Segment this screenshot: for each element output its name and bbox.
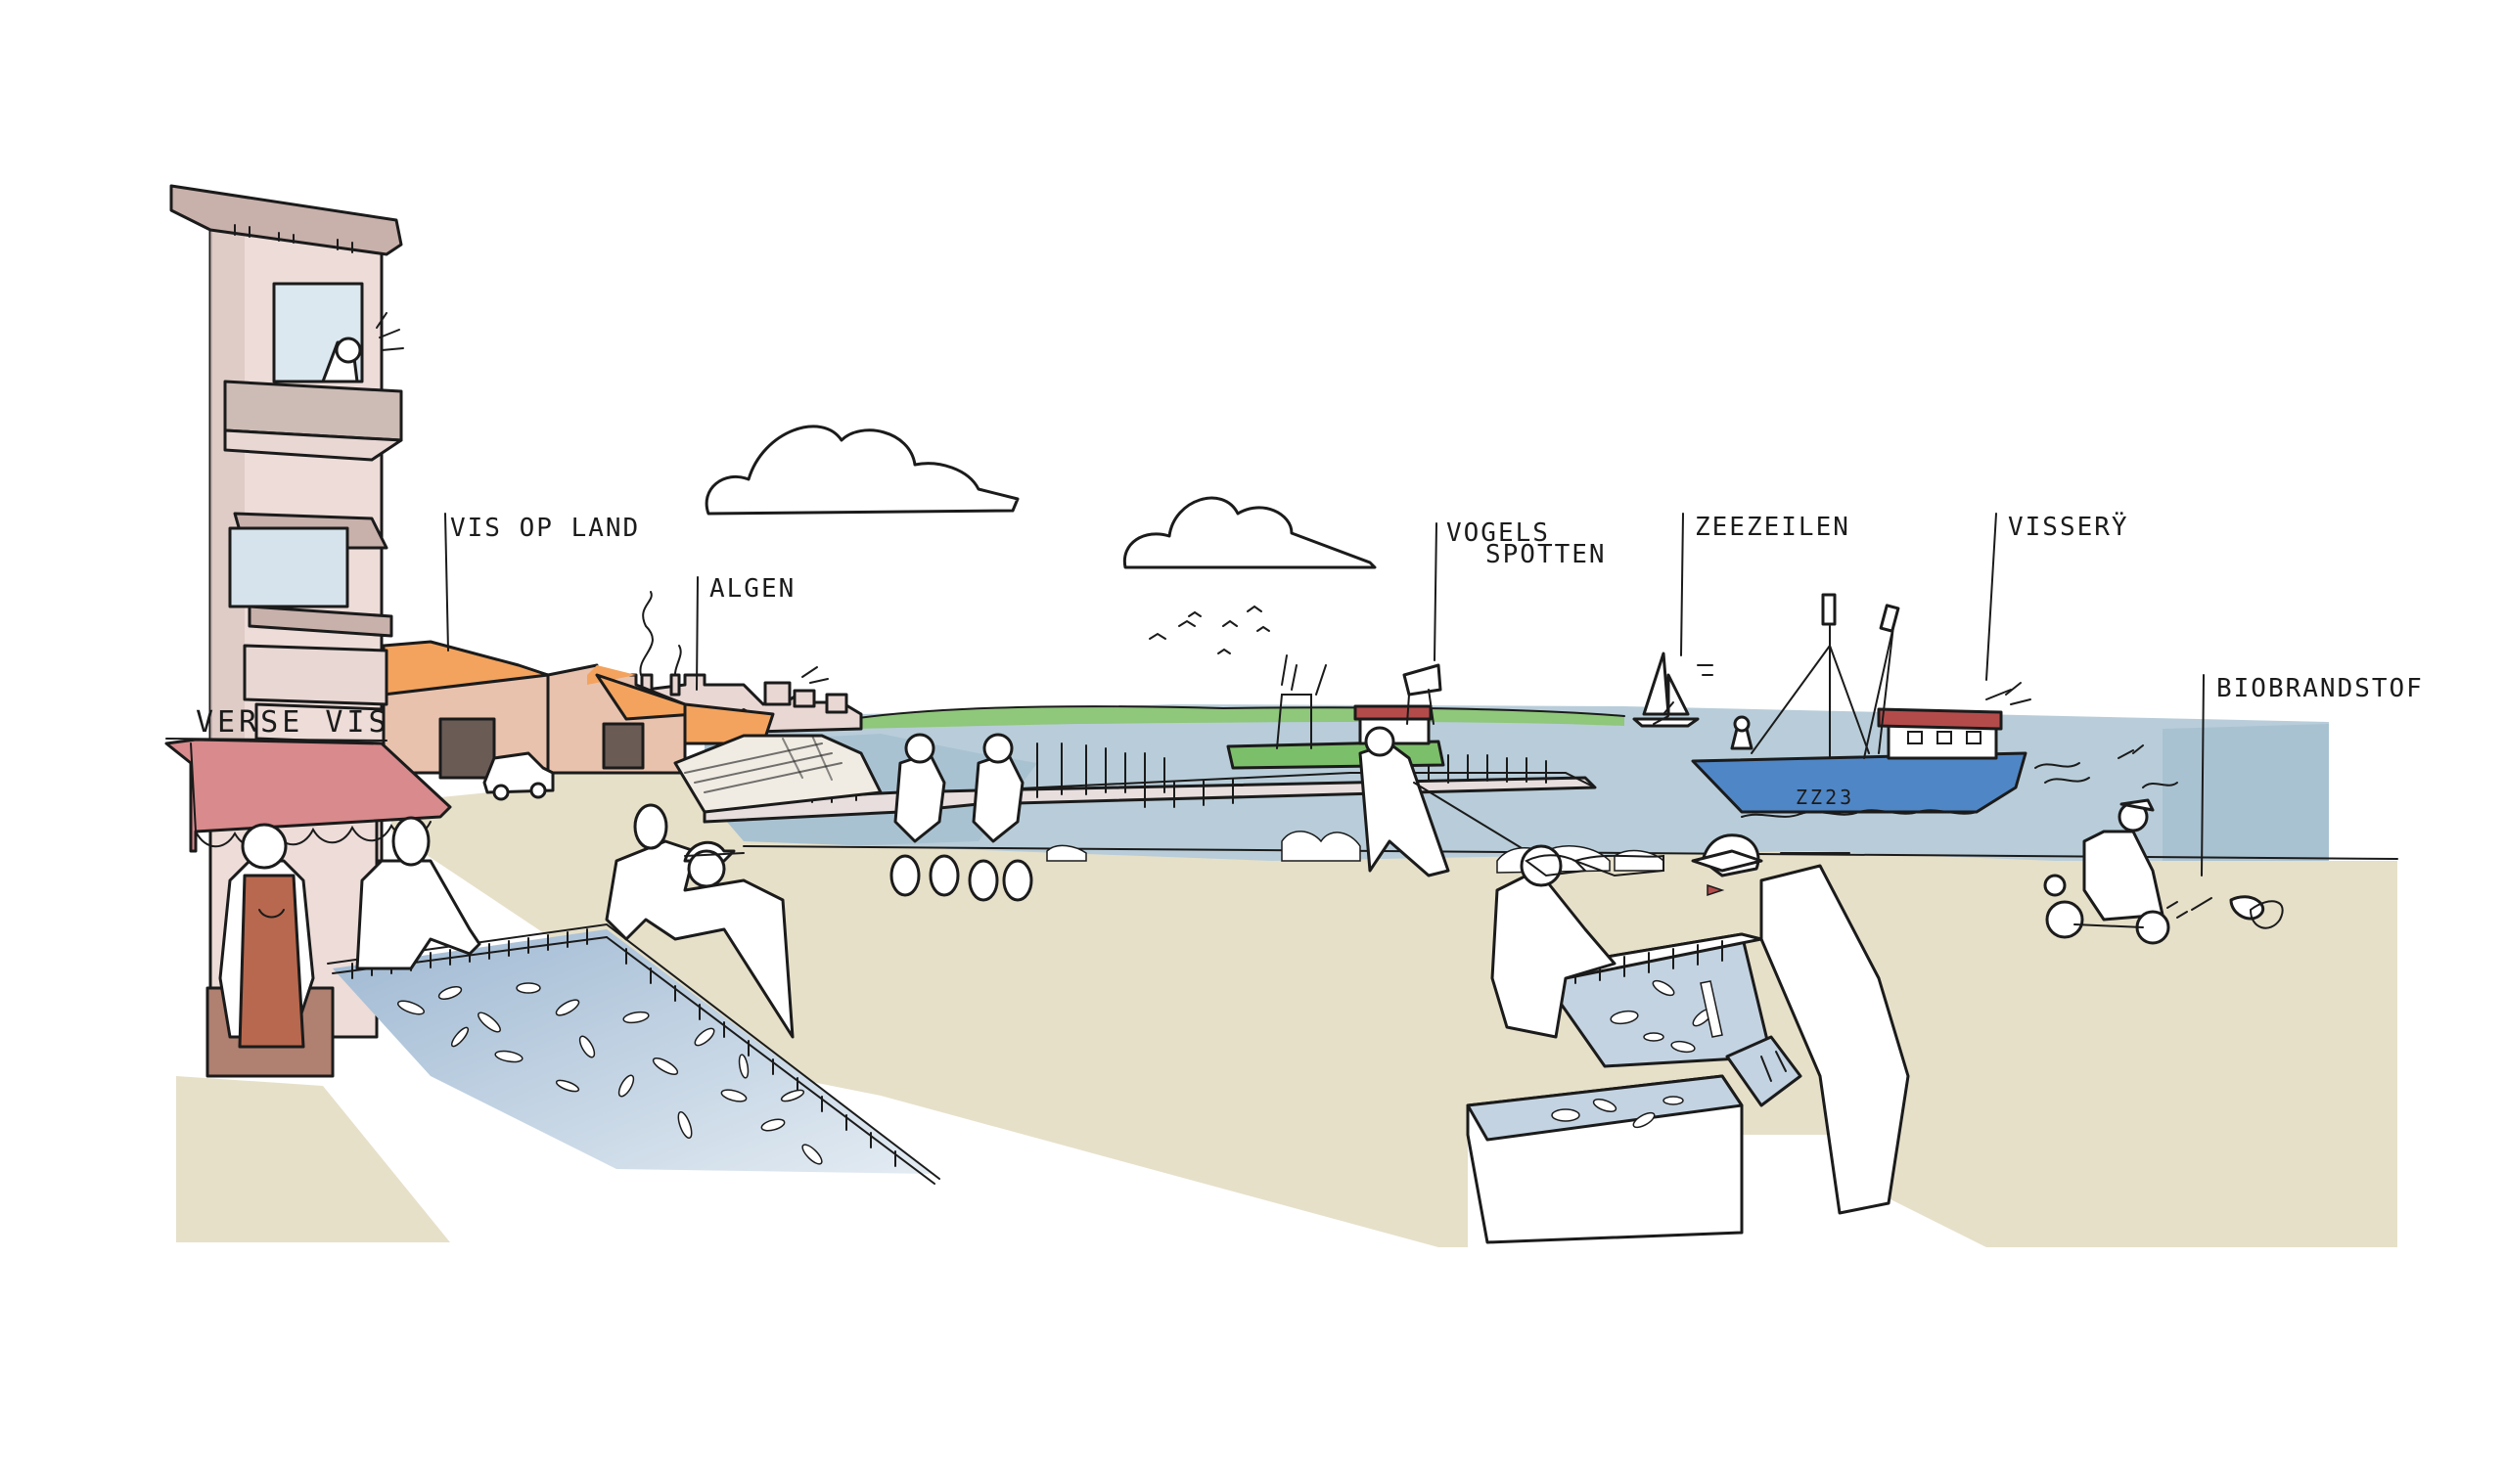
algae-patch bbox=[2166, 895, 2284, 929]
cloud-left bbox=[705, 425, 1020, 516]
person-on-jetty bbox=[1358, 726, 1527, 877]
bird-watching-tower bbox=[1402, 663, 1442, 725]
shop-awning bbox=[164, 738, 452, 853]
label-spotten: SPOTTEN bbox=[1485, 540, 1607, 569]
label-algen: ALGEN bbox=[709, 574, 796, 604]
sailboat bbox=[1632, 652, 1713, 728]
label-visserij: VISSERŸ bbox=[2008, 511, 2129, 542]
label-verse-vis: VERSE VIS bbox=[196, 705, 390, 740]
shopkeeper-figure bbox=[218, 823, 315, 1049]
fish-sorting-conveyor-left bbox=[327, 922, 940, 1185]
label-biobrandstof: BIOBRANDSTOF bbox=[2216, 674, 2424, 703]
boat-hull-number: ZZ23 bbox=[1796, 786, 1854, 809]
label-vogels: VOGELS bbox=[1446, 518, 1550, 548]
cyclists bbox=[889, 733, 1033, 902]
label-vis-op-land: VIS OP LAND bbox=[450, 514, 640, 543]
fish-sorting-station-right bbox=[1466, 833, 1910, 1244]
cloud-right bbox=[1122, 496, 1377, 569]
birds-flock bbox=[1149, 605, 1270, 654]
callout-lines bbox=[444, 513, 2205, 877]
warehouses bbox=[382, 640, 775, 801]
fishing-boat: ZZ23 bbox=[1653, 593, 2178, 818]
workers-left bbox=[355, 803, 795, 1039]
label-zeezeilen: ZEEZEILEN bbox=[1695, 513, 1850, 542]
child-on-tricycle bbox=[2043, 798, 2170, 945]
